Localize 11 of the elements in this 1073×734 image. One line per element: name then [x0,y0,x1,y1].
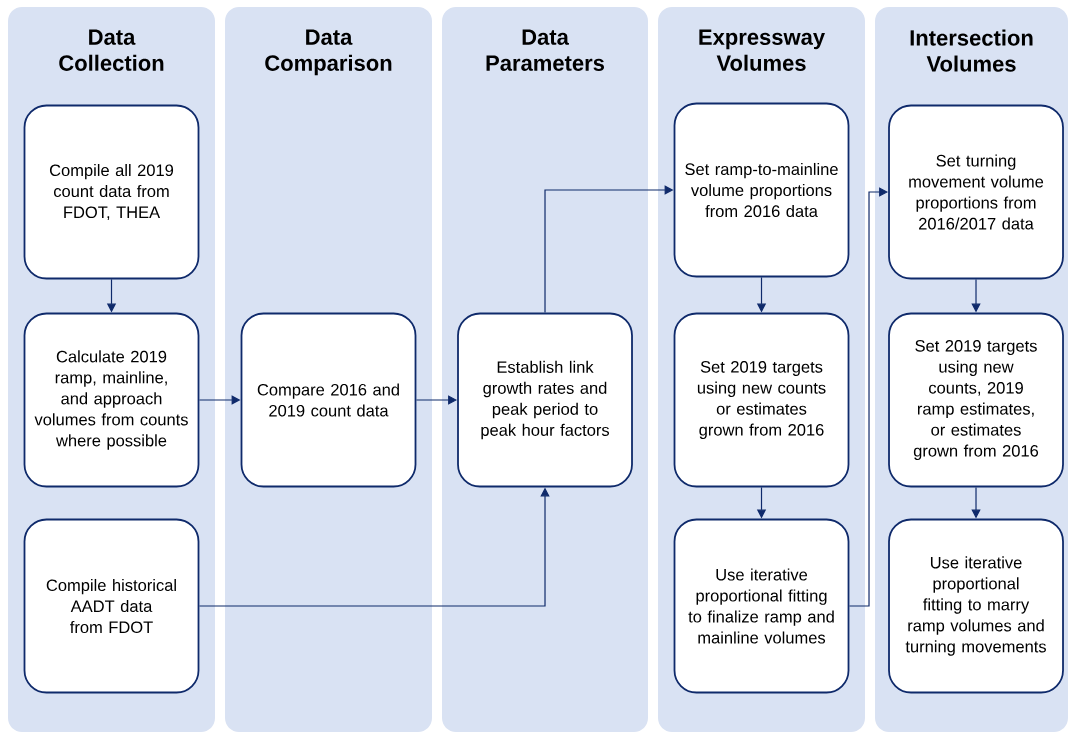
process-box: Establish link growth rates and peak period to peak hour factors [457,312,633,488]
process-box: Use iterative proportional fitting to marry ramp volumes and turning movements [888,518,1064,694]
process-box: Use iterative proportional fitting to finalize ramp and mainline volumes [673,518,850,694]
process-box: Set 2019 targets using new counts or estimates grown from 2016 [673,312,850,488]
process-box: Compile historical AADT data from FDOT [23,518,200,694]
process-box: Set turning movement volume proportions from 2016/2017 data [888,104,1064,280]
process-box: Set 2019 targets using new counts, 2019 ramp estimates, or estimates grown from 2016 [888,312,1064,488]
process-box: Compile all 2019 count data from FDOT, THEA [23,104,200,280]
process-box: Calculate 2019 ramp, mainline, and approach volumes from counts where possible [23,312,200,488]
process-box: Compare 2016 and 2019 count data [240,312,417,488]
process-box: Set ramp-to-mainline volume proportions from 2016 data [673,102,850,278]
